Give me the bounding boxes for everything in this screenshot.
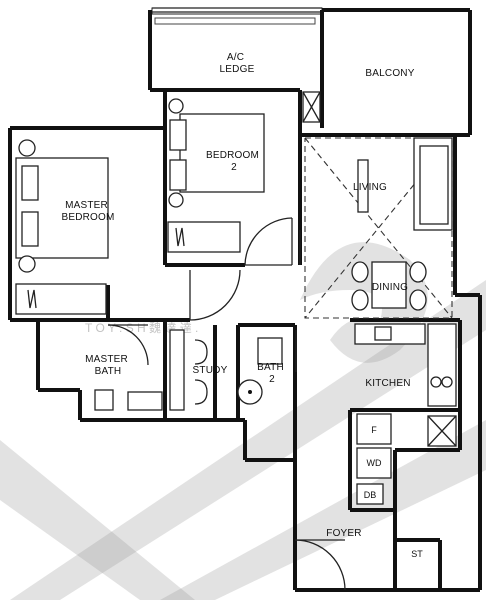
tv-console [357,159,369,213]
db-box [356,483,384,505]
label-wd: WD [367,458,382,468]
label-foyer: FOYER [326,528,361,539]
wd-box [356,447,392,479]
label-db: DB [364,490,377,500]
label-master-bedroom: MASTER BEDROOM [61,200,114,223]
label-balcony: BALCONY [365,68,414,79]
fridge-box [356,413,392,445]
master-wardrobe [15,283,107,315]
label-study: STUDY [193,365,228,376]
label-fridge: F [371,425,377,435]
label-bedroom2: BEDROOM 2 [206,150,262,173]
room-labels: A/C LEDGE BALCONY BEDROOM 2 MASTER BEDRO… [61,52,423,559]
furniture [15,91,457,505]
label-store: ST [411,549,423,559]
bedroom2-bed [179,113,265,193]
label-bath2: BATH 2 [257,362,287,385]
walls [8,7,482,592]
doors [107,217,346,591]
label-ac-ledge: A/C LEDGE [220,52,255,75]
label-kitchen: KITCHEN [365,378,410,389]
label-master-bath: MASTER BATH [85,354,131,377]
bedroom2-wardrobe [167,221,241,253]
label-living: LIVING [353,182,387,193]
watermark: T O Y . S H 魏 達 達 . [0,242,486,600]
label-dining: DINING [372,282,408,293]
dining-table [371,261,407,309]
living-dining-dashes [304,137,453,319]
